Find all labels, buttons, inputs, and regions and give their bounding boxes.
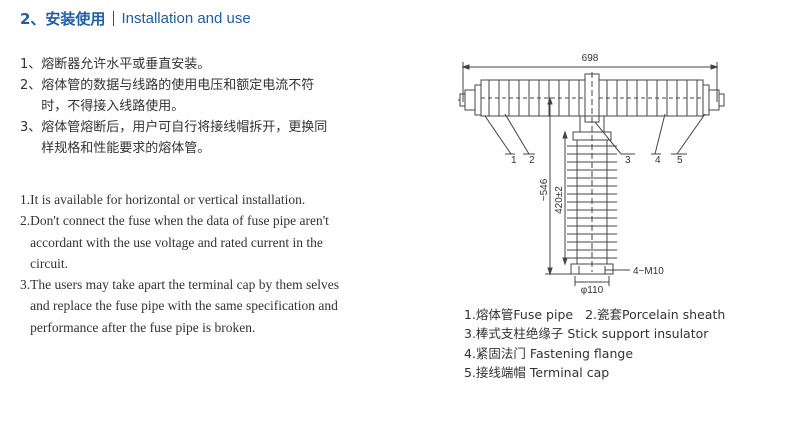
instructions-english: 1. It is available for horizontal or ver… bbox=[20, 189, 350, 338]
callout-2: 2 bbox=[529, 155, 535, 166]
instruction-en-2: 2. Don't connect the fuse when the data … bbox=[20, 210, 350, 274]
insulator-base bbox=[570, 263, 614, 275]
instruction-en-text: It is available for horizontal or vertic… bbox=[30, 192, 306, 207]
instruction-cn-text: 熔体管熔断后，用户可自行将接线帽拆开，更换同样规格和性能要求的熔体管。 bbox=[41, 120, 328, 156]
instruction-en-index: 3. bbox=[20, 277, 31, 293]
instruction-cn-2: 2、 熔体管的数据与线路的使用电压和额定电流不符时，不得接入线路使用。 bbox=[20, 75, 340, 117]
legend-item-fastening-flange: 4.紧固法门 Fastening flange bbox=[464, 345, 634, 361]
instruction-en-text: The users may take apart the terminal ca… bbox=[30, 277, 340, 335]
terminal-cap-left bbox=[464, 89, 476, 111]
bolt-label: 4−M10 bbox=[633, 266, 664, 277]
instructions-chinese: 1、 熔断器允许水平或垂直安装。 2、 熔体管的数据与线路的使用电压和额定电流不… bbox=[20, 54, 340, 159]
instruction-cn-text: 熔体管的数据与线路的使用电压和额定电流不符时，不得接入线路使用。 bbox=[41, 78, 315, 114]
callout-3: 3 bbox=[625, 155, 631, 166]
legend-item-porcelain-sheath: 2.瓷套Porcelain sheath bbox=[585, 307, 726, 322]
header-divider bbox=[113, 10, 115, 26]
legend-item-fuse-pipe: 1.熔体管Fuse pipe bbox=[464, 307, 574, 322]
callout-5: 5 bbox=[677, 155, 683, 166]
section-header: 2、安装使用 Installation and use bbox=[20, 7, 251, 29]
section-number-title: 2、安装使用 bbox=[20, 9, 106, 28]
legend-item-stick-support-insulator: 3.棒式支柱绝缘子 Stick support insulator bbox=[464, 326, 709, 342]
instruction-en-text: Don't connect the fuse when the data of … bbox=[30, 213, 329, 271]
instruction-cn-index: 1、 bbox=[20, 57, 42, 72]
instruction-en-index: 2. bbox=[20, 213, 31, 229]
instruction-cn-index: 2、 bbox=[20, 78, 42, 93]
instruction-en-index: 1. bbox=[20, 192, 31, 207]
instruction-en-1: 1. It is available for horizontal or ver… bbox=[20, 189, 350, 210]
section-english-title: Installation and use bbox=[121, 9, 251, 27]
callout-1: 1 bbox=[511, 155, 517, 166]
diagram-legend: 1.熔体管Fuse pipe 2.瓷套Porcelain sheath 3.棒式… bbox=[464, 305, 725, 383]
fuse-assembly-diagram: 698 ~546 420±2 φ110 4−M10 1 2 3 4 5 bbox=[458, 53, 725, 295]
dimension-label-total-height: ~546 bbox=[539, 178, 550, 201]
legend-item-terminal-cap: 5.接线端帽 Terminal cap bbox=[464, 365, 610, 381]
legend-row: 1.熔体管Fuse pipe 2.瓷套Porcelain sheath bbox=[464, 305, 725, 324]
dimension-label-insulator-height: 420±2 bbox=[554, 186, 565, 214]
instruction-en-3: 3. The users may take apart the terminal… bbox=[20, 274, 350, 338]
instruction-cn-text: 熔断器允许水平或垂直安装。 bbox=[41, 57, 211, 72]
dimension-label-base-width: φ110 bbox=[581, 285, 604, 295]
callout-4: 4 bbox=[655, 155, 661, 166]
instruction-cn-3: 3、 熔体管熔断后，用户可自行将接线帽拆开，更换同样规格和性能要求的熔体管。 bbox=[20, 117, 340, 159]
instruction-cn-index: 3、 bbox=[20, 120, 42, 135]
dimension-label-698: 698 bbox=[582, 53, 599, 64]
stick-support-insulator bbox=[567, 139, 617, 265]
instruction-cn-1: 1、 熔断器允许水平或垂直安装。 bbox=[20, 54, 340, 75]
